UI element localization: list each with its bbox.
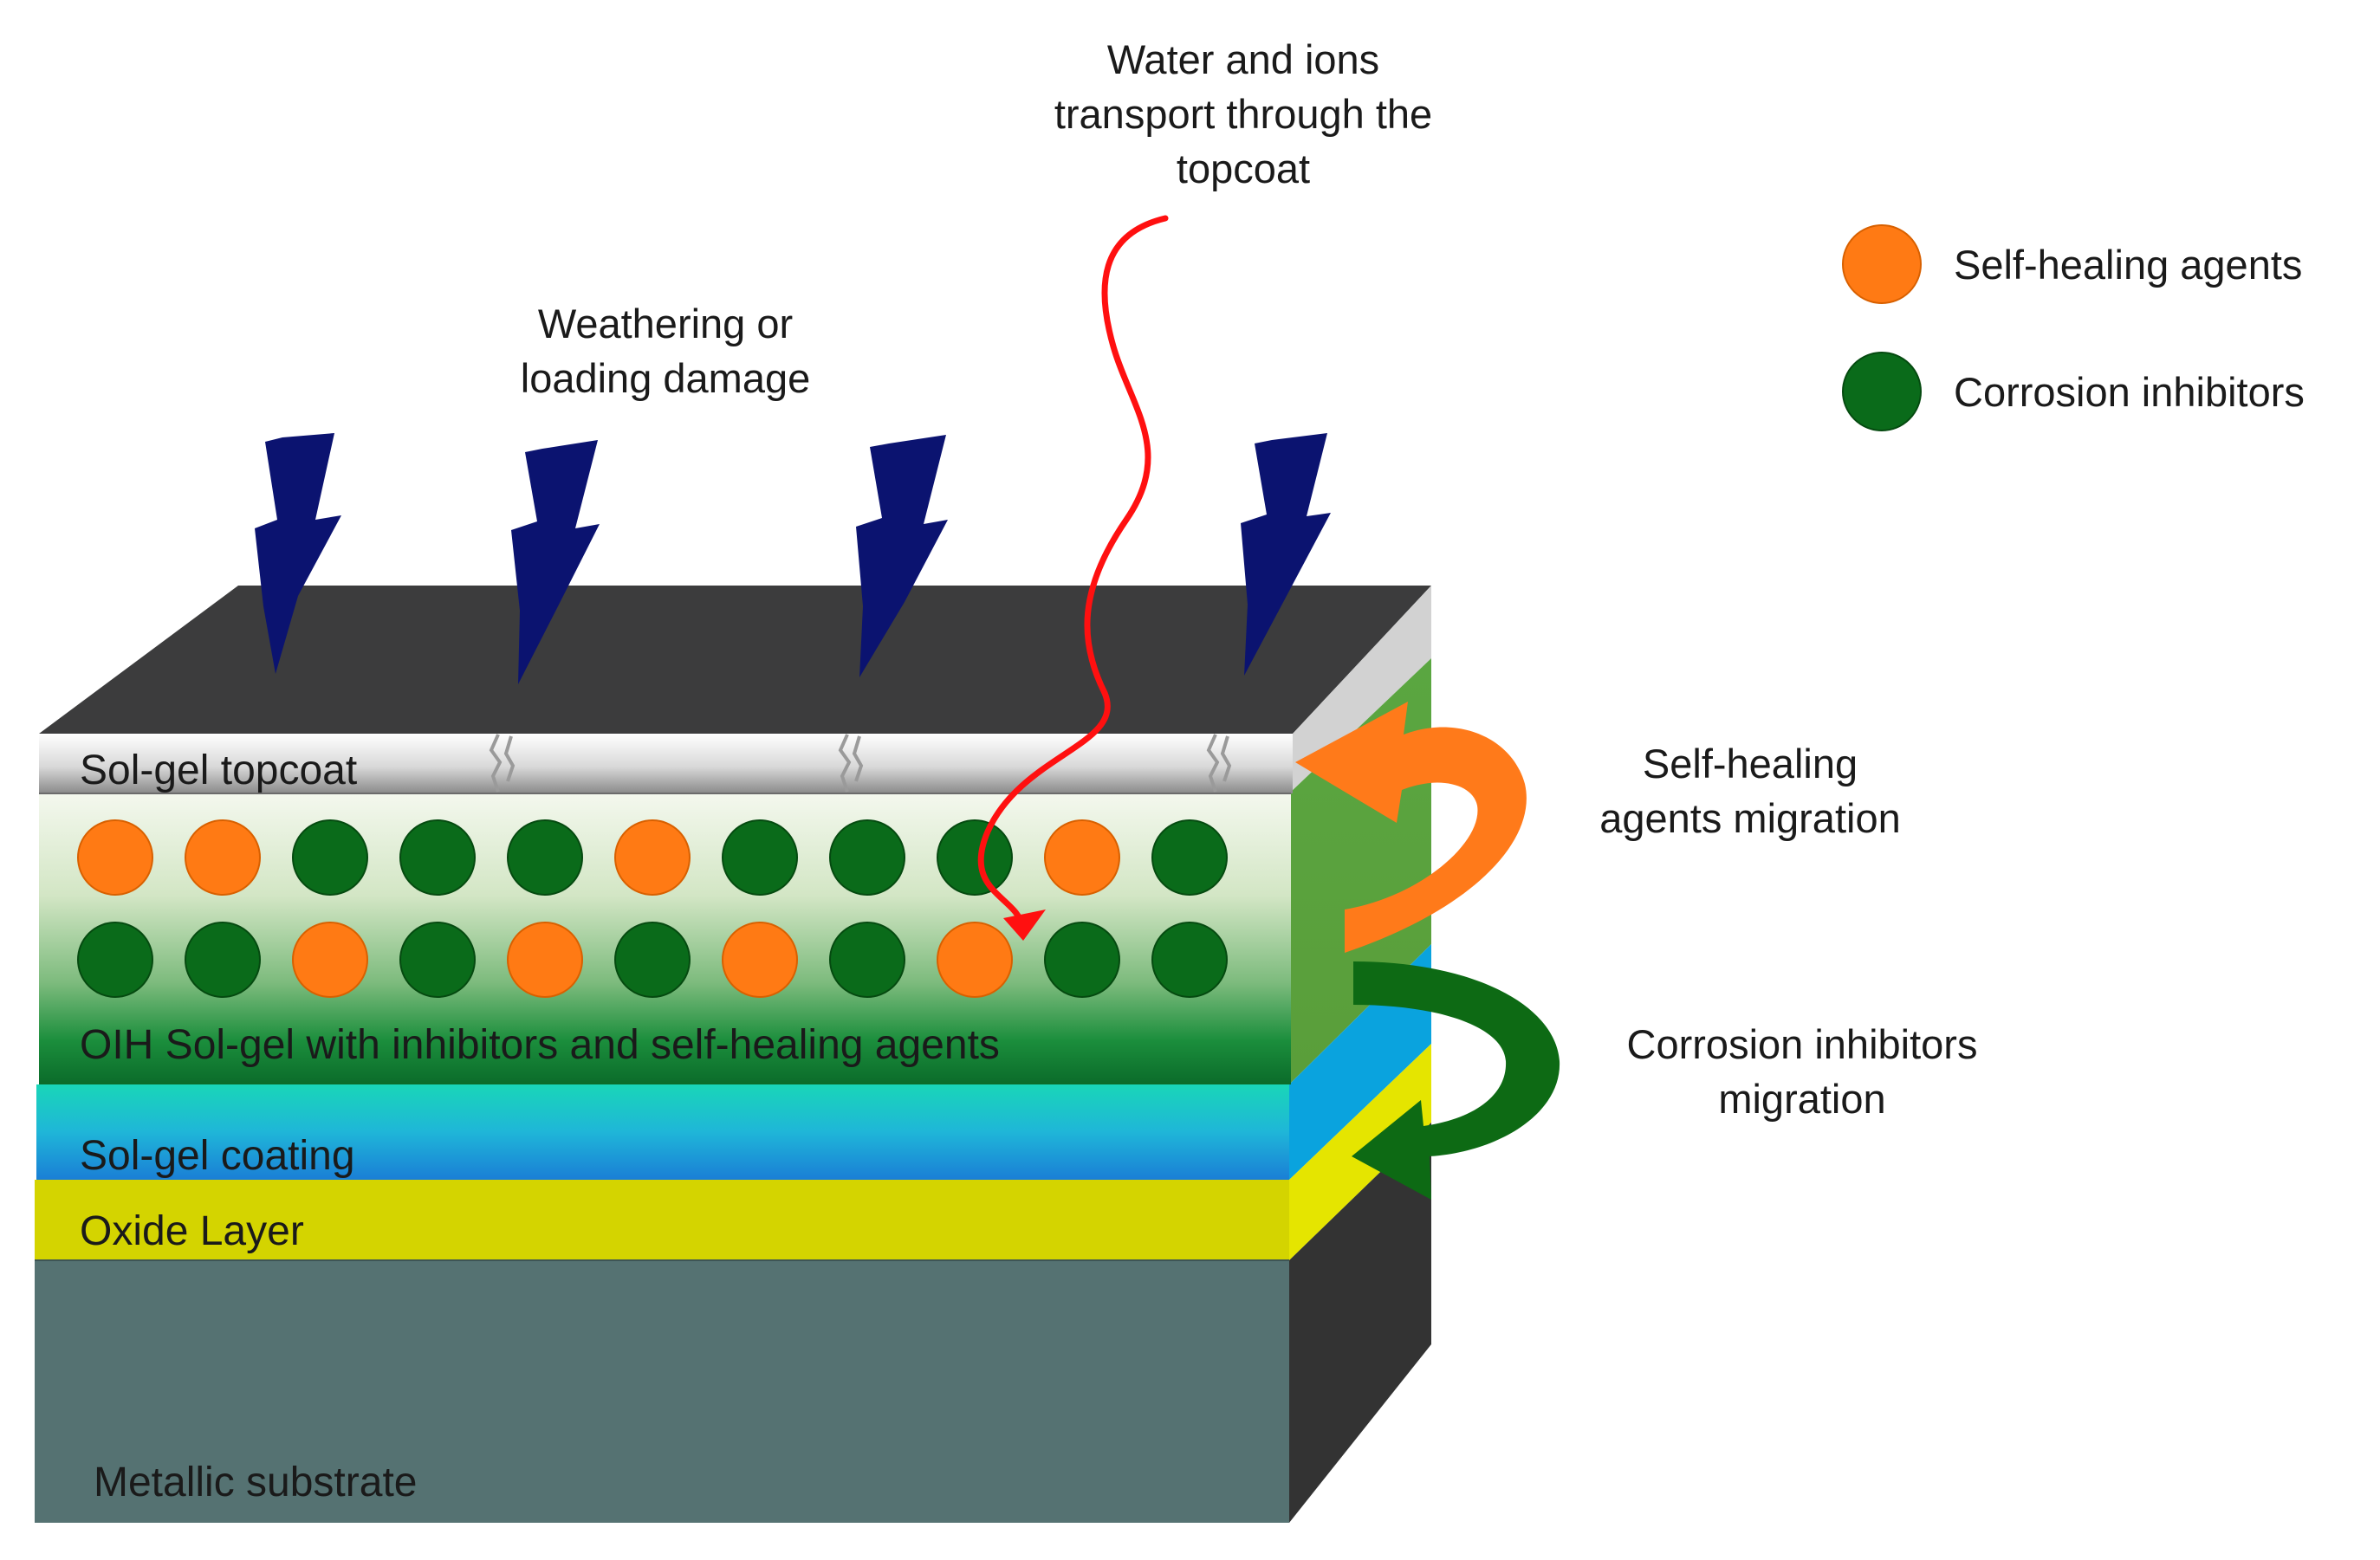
- top-face: [39, 586, 1431, 734]
- topcoat-cracks: [489, 734, 1232, 793]
- layer-label-topcoat: Sol-gel topcoat: [80, 748, 357, 793]
- damage-bolts: [255, 433, 1331, 684]
- self-healing-agent: [937, 922, 1013, 998]
- corrosion-inhibitor: [829, 819, 905, 896]
- corrosion-inhibitor: [185, 922, 261, 998]
- weathering-line-2: loading damage: [521, 355, 811, 401]
- corrosion-inhibitor: [722, 819, 798, 896]
- corrosion-migration-arrow: [1352, 961, 1560, 1200]
- lightning-bolt-icon: [255, 433, 341, 674]
- water-ions-line-1: Water and ions: [1107, 36, 1379, 82]
- self-healing-agent: [292, 922, 368, 998]
- corrosion-migration-line-1: Corrosion inhibitors: [1627, 1021, 1978, 1067]
- self-healing-agent: [507, 922, 583, 998]
- side-topcoat: [1289, 586, 1431, 793]
- legend-label-inhibitors: Corrosion inhibitors: [1954, 369, 2305, 415]
- corrosion-inhibitor: [1151, 819, 1228, 896]
- layer-labels: Sol-gel topcoat OIH Sol-gel with inhibit…: [80, 748, 1000, 1505]
- layer-label-oxide: Oxide Layer: [80, 1208, 304, 1254]
- layer-label-substrate: Metallic substrate: [94, 1460, 417, 1505]
- front-oxide: [35, 1180, 1289, 1260]
- self-healing-agent: [77, 819, 153, 896]
- water-ion-path: [977, 215, 1169, 941]
- self-healing-migration-line-2: agents migration: [1599, 795, 1900, 841]
- corrosion-inhibitor: [937, 819, 1013, 896]
- self-healing-migration-annotation: Self-healing agents migration: [1599, 741, 1900, 841]
- lightning-bolt-icon: [856, 435, 948, 677]
- legend-label-self-healing: Self-healing agents: [1954, 242, 2302, 288]
- self-healing-agent: [185, 819, 261, 896]
- legend-swatch-inhibitors: [1842, 352, 1922, 431]
- layer-label-oih: OIH Sol-gel with inhibitors and self-hea…: [80, 1022, 1000, 1068]
- lightning-bolt-icon: [1241, 433, 1331, 676]
- legend: Self-healing agents Corrosion inhibitors: [1842, 224, 2305, 431]
- self-healing-agent: [722, 922, 798, 998]
- particle-grid: [77, 819, 1228, 998]
- self-healing-migration-arrow: [1295, 702, 1527, 953]
- water-ions-line-3: topcoat: [1177, 146, 1310, 191]
- corrosion-inhibitor: [1151, 922, 1228, 998]
- corrosion-inhibitor: [399, 819, 476, 896]
- corrosion-inhibitor: [1044, 922, 1120, 998]
- water-ions-annotation: Water and ions transport through the top…: [1054, 36, 1432, 191]
- corrosion-inhibitor: [77, 922, 153, 998]
- lightning-bolt-icon: [511, 440, 600, 684]
- side-substrate: [1289, 1123, 1431, 1523]
- water-arrow-head: [1003, 909, 1046, 941]
- weathering-annotation: Weathering or loading damage: [521, 301, 811, 401]
- legend-swatch-self-healing: [1842, 224, 1922, 304]
- weathering-line-1: Weathering or: [538, 301, 793, 346]
- self-healing-agent: [1044, 819, 1120, 896]
- water-ions-line-2: transport through the: [1054, 91, 1432, 137]
- corrosion-inhibitor: [399, 922, 476, 998]
- corrosion-inhibitor: [614, 922, 691, 998]
- corrosion-migration-annotation: Corrosion inhibitors migration: [1627, 1021, 1978, 1122]
- corrosion-inhibitor: [829, 922, 905, 998]
- self-healing-agent: [614, 819, 691, 896]
- self-healing-migration-line-1: Self-healing: [1643, 741, 1858, 786]
- corrosion-inhibitor: [292, 819, 368, 896]
- layer-label-solgel: Sol-gel coating: [80, 1133, 355, 1179]
- corrosion-inhibitor: [507, 819, 583, 896]
- corrosion-migration-line-2: migration: [1718, 1076, 1885, 1122]
- front-solgel: [36, 1084, 1289, 1180]
- front-substrate: [35, 1260, 1289, 1523]
